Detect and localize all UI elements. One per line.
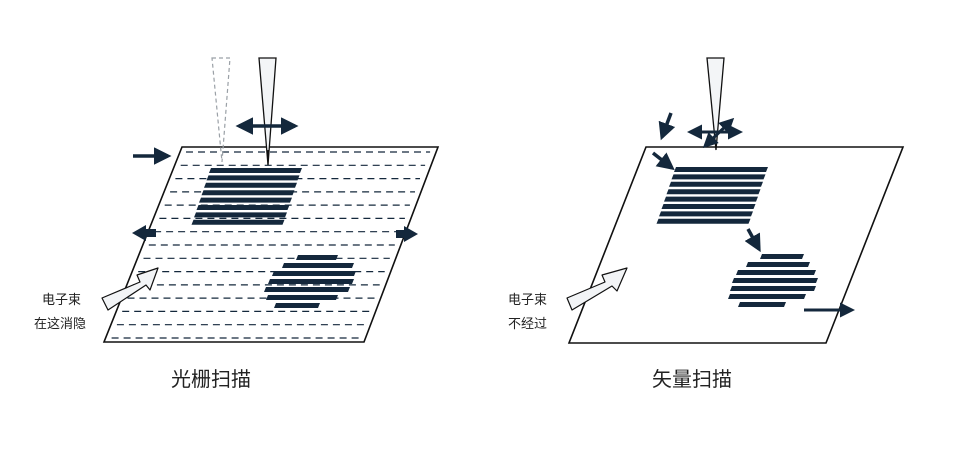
vector-path-arrow-3-icon [744,228,761,253]
raster-caption: 光栅扫描 [171,367,251,391]
raster-pattern-bar [274,303,320,308]
vector-pattern-bar [730,286,816,291]
vector-note-line2: 不经过 [508,317,548,332]
electron-beam-hollow-arrow-icon [101,267,159,311]
vector-path-arrow-1-icon [658,112,676,141]
vector-pattern-bar [728,294,806,299]
raster-note-line1: 电子束 [42,293,82,308]
raster-pattern-bar [201,190,295,196]
vector-pattern-bar [732,278,818,283]
raster-scan-panel [101,57,440,343]
raster-pattern-bar [196,205,290,210]
vector-pattern-bar [666,189,761,195]
vector-pattern-bar [738,302,786,307]
left-motion-arrow-icon [132,225,156,241]
electron-beam-icon [706,57,725,151]
raster-pattern-bar [206,175,300,181]
electron-beam-hollow-arrow-icon [566,267,628,311]
vector-pattern-bar [661,204,756,209]
vector-pattern-bar [664,196,758,202]
vector-exposed-pattern-upper [656,167,768,224]
vector-pattern-bar [656,218,751,224]
blanked-beam-icon [211,57,231,163]
vector-pattern-bar [669,181,763,187]
raster-pattern-bar [296,255,338,260]
vector-pattern-bar [674,167,768,172]
right-motion-arrow-icon [396,226,418,242]
beam-deflection-arrows-icon [687,117,743,149]
vector-caption: 矢量扫描 [652,367,732,391]
raster-pattern-bar [268,279,354,284]
raster-pattern-bar [282,263,354,268]
vector-note-line1: 电子束 [508,293,548,308]
vector-pattern-bar [746,262,810,267]
vector-pattern-bar [659,211,753,217]
raster-pattern-bar [204,182,297,188]
vector-scan-plane [567,146,905,344]
raster-pattern-bar [191,219,285,225]
vector-pattern-bar [736,270,816,275]
vector-pattern-bar [671,174,766,180]
raster-note-line2: 在这消隐 [34,317,87,332]
raster-exposed-pattern-lower [264,255,356,308]
raster-pattern-bar [266,295,338,300]
vector-exposed-pattern-lower [728,254,818,307]
vector-scan-panel [566,57,905,344]
raster-pattern-bar [199,197,292,203]
raster-pattern-bar [194,212,287,218]
raster-pattern-bar [272,271,356,276]
raster-exposed-pattern-upper [191,168,302,225]
raster-pattern-bar [264,287,350,292]
vector-path-arrow-2-icon [651,151,675,171]
raster-pattern-bar [209,168,302,173]
electron-beam-icon [258,57,277,166]
vector-pattern-bar [760,254,804,259]
